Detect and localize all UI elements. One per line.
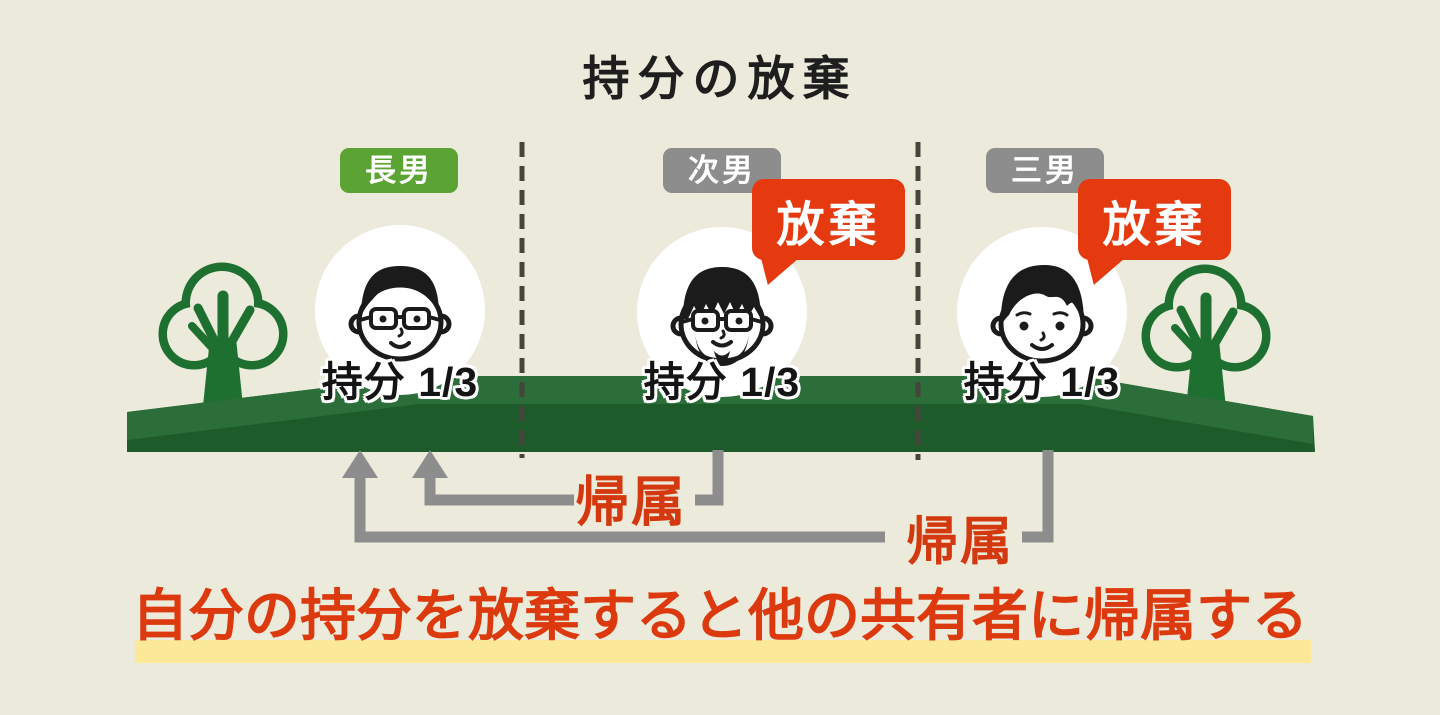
- reversion-arrow-2: [354, 450, 1054, 543]
- share-divider-lines: [519, 142, 921, 460]
- young-man-icon: [990, 265, 1094, 364]
- abandon-bubble-label: 放棄: [1102, 198, 1207, 252]
- share-label-eldest: 持分 1/3: [321, 359, 479, 405]
- caption-highlight-bar: [135, 640, 1311, 663]
- reversion-label-1: 帰属: [575, 472, 687, 533]
- caption-text: 自分の持分を放棄すると他の共有者に帰属する: [132, 584, 1308, 647]
- share-label-second: 持分 1/3: [643, 359, 801, 405]
- tree-icon-right: [1141, 264, 1271, 408]
- diagram-title: 持分の放棄: [582, 52, 858, 105]
- abandon-bubble-second: 放棄: [752, 179, 905, 285]
- man-with-glasses-icon: [348, 266, 452, 362]
- eldest-son-avatar: [315, 225, 485, 395]
- tree-icon-left: [158, 262, 288, 406]
- share-label-third: 持分 1/3: [963, 359, 1121, 405]
- reversion-label-2: 帰属: [905, 513, 1015, 572]
- reversion-arrowhead-2: [342, 450, 378, 478]
- abandon-bubble-third: 放棄: [1078, 179, 1231, 285]
- badge-eldest-son: 長男: [340, 148, 458, 193]
- reversion-arrowhead-1: [412, 450, 448, 478]
- abandon-bubble-label: 放棄: [776, 198, 881, 252]
- reversion-arrow-1: [424, 450, 724, 506]
- man-with-beard-icon: [670, 267, 774, 366]
